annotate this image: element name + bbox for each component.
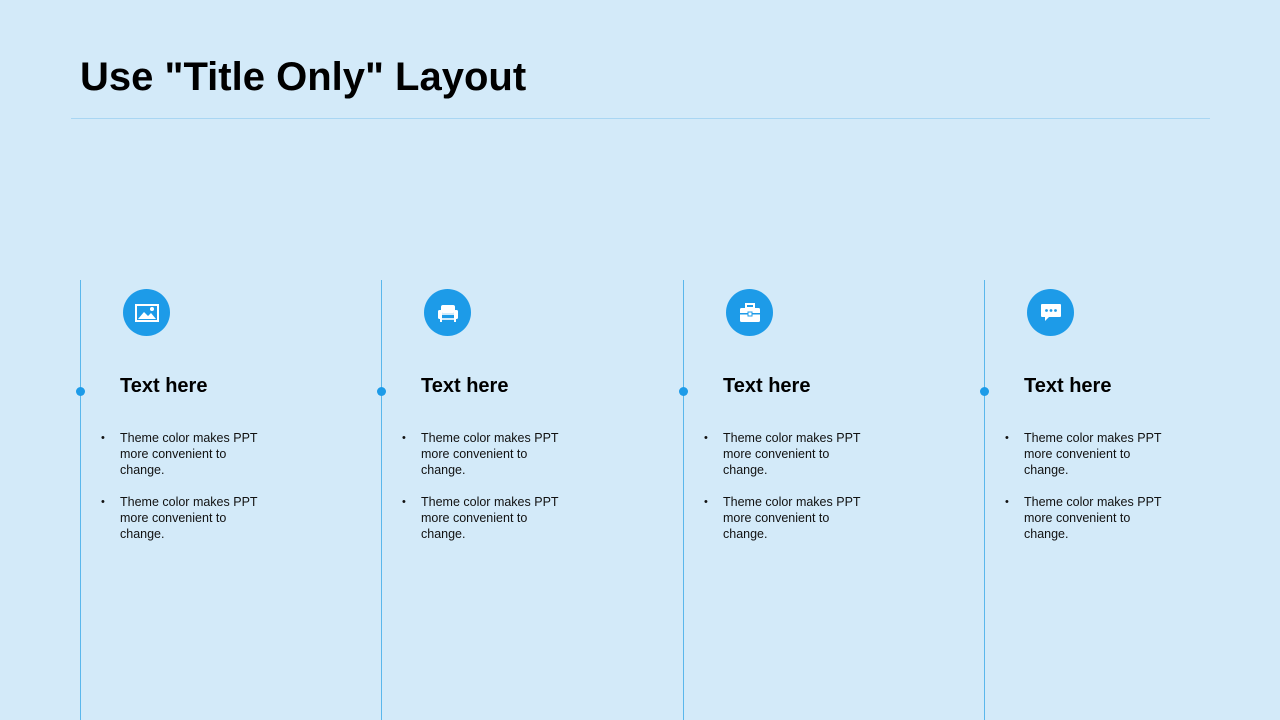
bullet-item: Theme color makes PPT more convenient to…: [402, 494, 571, 542]
bullet-list: Theme color makes PPT more convenient to…: [101, 430, 270, 558]
briefcase-icon: [726, 289, 773, 336]
bullet-item: Theme color makes PPT more convenient to…: [704, 430, 873, 478]
bullet-item: Theme color makes PPT more convenient to…: [1005, 430, 1174, 478]
bullet-item: Theme color makes PPT more convenient to…: [402, 430, 571, 478]
sofa-icon: [424, 289, 471, 336]
column-divider-line: [80, 280, 81, 720]
chat-icon: [1027, 289, 1074, 336]
column-heading: Text here: [723, 375, 811, 397]
column-divider-line: [984, 280, 985, 720]
image-icon: [123, 289, 170, 336]
feature-column-4: Text here Theme color makes PPT more con…: [980, 280, 1274, 720]
title-divider: [71, 118, 1210, 119]
feature-column-1: Text here Theme color makes PPT more con…: [76, 280, 370, 720]
feature-column-3: Text here Theme color makes PPT more con…: [679, 280, 973, 720]
bullet-list: Theme color makes PPT more convenient to…: [402, 430, 571, 558]
column-heading: Text here: [120, 375, 208, 397]
timeline-dot: [980, 387, 989, 396]
bullet-item: Theme color makes PPT more convenient to…: [704, 494, 873, 542]
column-heading: Text here: [421, 375, 509, 397]
column-divider-line: [683, 280, 684, 720]
feature-column-2: Text here Theme color makes PPT more con…: [377, 280, 671, 720]
bullet-item: Theme color makes PPT more convenient to…: [1005, 494, 1174, 542]
slide-title: Use "Title Only" Layout: [80, 55, 527, 99]
bullet-list: Theme color makes PPT more convenient to…: [704, 430, 873, 558]
timeline-dot: [377, 387, 386, 396]
timeline-dot: [76, 387, 85, 396]
bullet-item: Theme color makes PPT more convenient to…: [101, 494, 270, 542]
timeline-dot: [679, 387, 688, 396]
bullet-item: Theme color makes PPT more convenient to…: [101, 430, 270, 478]
column-divider-line: [381, 280, 382, 720]
column-heading: Text here: [1024, 375, 1112, 397]
bullet-list: Theme color makes PPT more convenient to…: [1005, 430, 1174, 558]
